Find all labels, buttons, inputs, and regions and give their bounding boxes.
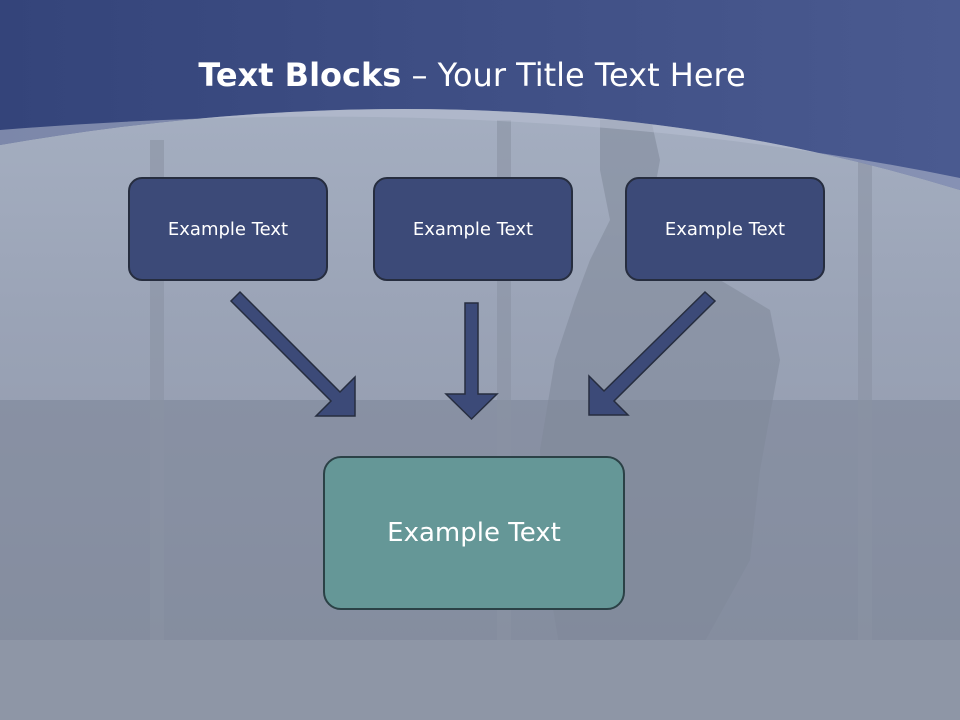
header-band [0,0,960,190]
title-bold-part: Text Blocks [198,56,402,94]
text-block-right: Example Text [625,177,825,281]
title-rest-part: – Your Title Text Here [401,56,746,94]
arrow-center-down [444,302,499,421]
floor [0,640,960,720]
text-block-center: Example Text [373,177,573,281]
window-frame-right [858,150,872,640]
text-block-target-label: Example Text [387,518,561,548]
text-block-center-label: Example Text [412,218,534,240]
text-block-left: Example Text [128,177,328,281]
slide-title: Text Blocks – Your Title Text Here [0,52,944,98]
arrow-left-diagonal [229,290,356,417]
text-block-right-label: Example Text [664,218,786,240]
text-block-left-label: Example Text [167,218,289,240]
text-block-target: Example Text [323,456,625,610]
arrow-right-diagonal [588,290,717,416]
